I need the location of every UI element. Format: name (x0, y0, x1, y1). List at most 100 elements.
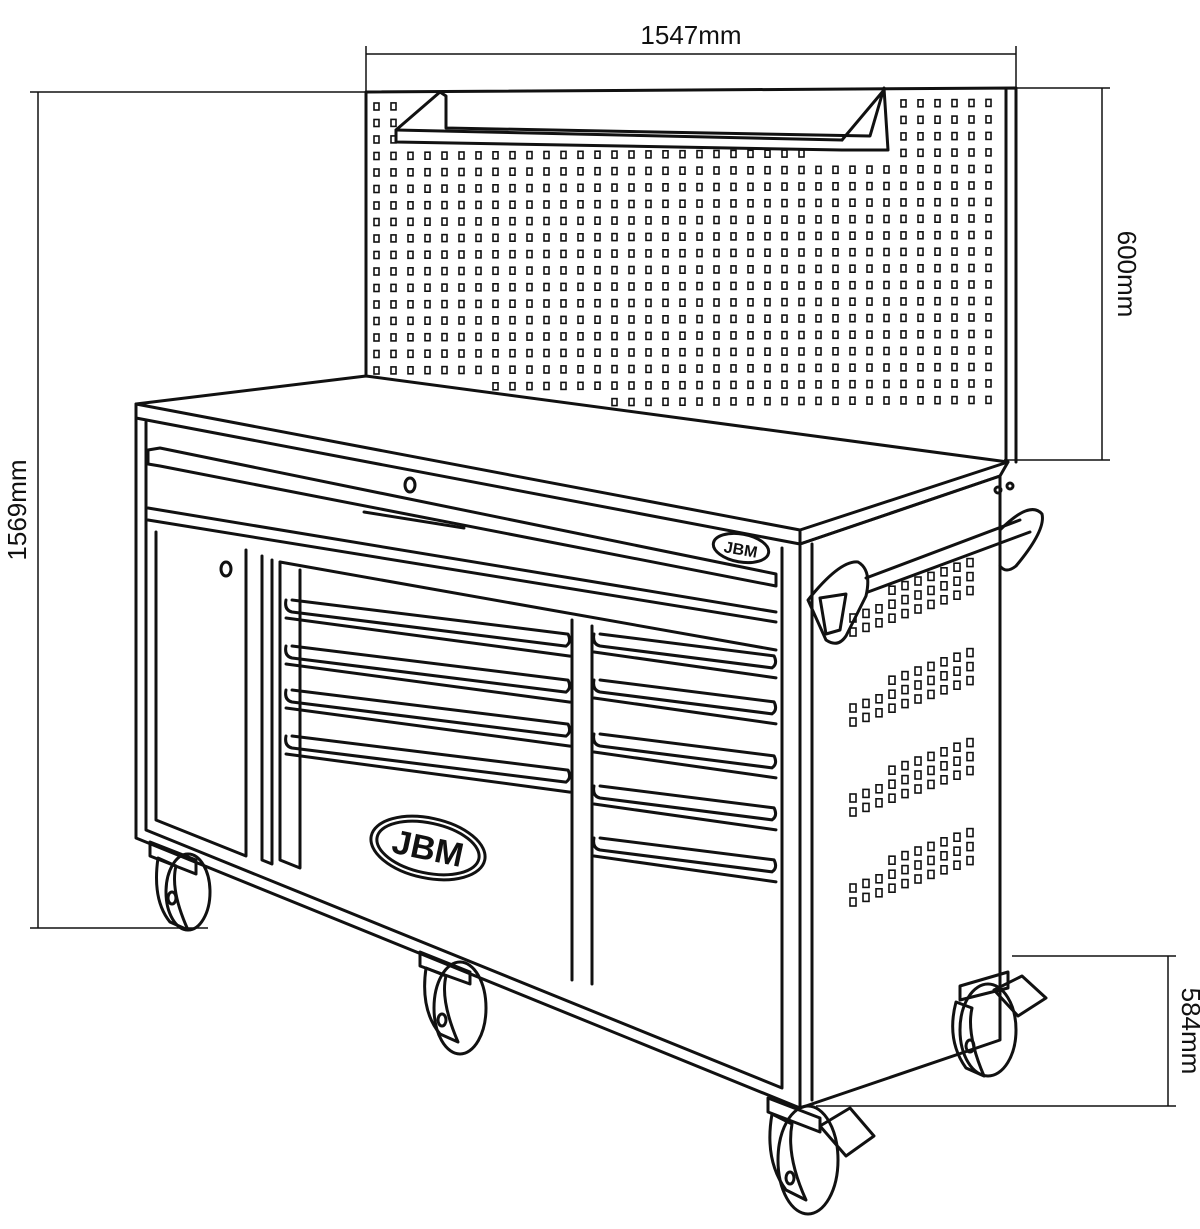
peg-hole (594, 216, 601, 225)
peg-hole (730, 265, 737, 274)
peg-hole (713, 380, 720, 390)
peg-hole (696, 182, 703, 192)
vent-hole (914, 770, 922, 780)
peg-hole (832, 264, 839, 274)
peg-hole (373, 366, 380, 375)
peg-hole (441, 184, 448, 193)
peg-hole (798, 182, 805, 191)
peg-hole (543, 381, 550, 391)
peg-hole (968, 263, 975, 273)
peg-hole (747, 380, 754, 390)
peg-hole (900, 264, 907, 273)
peg-hole (747, 149, 754, 159)
peg-hole (458, 233, 465, 243)
peg-hole (917, 313, 924, 323)
vent-hole (940, 594, 948, 605)
peg-hole (543, 183, 550, 193)
peg-hole (866, 198, 873, 207)
peg-hole (951, 164, 958, 174)
peg-hole (832, 330, 839, 340)
peg-hole (458, 250, 465, 259)
drawer-handle (592, 678, 778, 716)
side-handle (806, 508, 1044, 645)
peg-hole (390, 151, 397, 161)
peg-hole (951, 296, 958, 306)
peg-hole (696, 364, 703, 373)
peg-hole (866, 297, 873, 306)
vent-hole (901, 878, 909, 889)
vent-hole (940, 864, 948, 875)
peg-hole (628, 249, 635, 258)
peg-hole (475, 167, 482, 177)
peg-hole (696, 314, 703, 324)
peg-hole (526, 282, 533, 292)
peg-hole (900, 198, 907, 207)
peg-hole (543, 348, 550, 358)
peg-hole (611, 282, 618, 291)
peg-hole (849, 280, 856, 290)
peg-hole (730, 215, 737, 225)
peg-hole (866, 165, 873, 174)
peg-hole (815, 363, 822, 373)
peg-hole (934, 181, 941, 190)
vent-hole (888, 869, 896, 880)
peg-hole (543, 233, 550, 242)
peg-hole (951, 131, 958, 141)
peg-hole (968, 329, 975, 339)
peg-hole (951, 181, 958, 190)
peg-hole (985, 263, 992, 273)
peg-hole (628, 166, 635, 176)
peg-hole (747, 215, 754, 225)
peg-hole (458, 151, 465, 160)
vent-hole (966, 585, 974, 596)
vent-hole (953, 562, 961, 573)
peg-hole (900, 346, 907, 356)
peg-hole (560, 266, 567, 275)
drawer-divider (284, 752, 572, 794)
peg-hole (968, 197, 975, 207)
peg-hole (713, 347, 720, 357)
depth-dimension: 584mm (816, 955, 1200, 1107)
peg-hole (543, 150, 550, 160)
peg-hole (713, 166, 720, 175)
peg-hole (492, 151, 499, 160)
peg-hole (509, 183, 516, 193)
vent-hole (862, 608, 870, 619)
peg-hole (679, 232, 686, 241)
peg-hole (509, 200, 516, 209)
vent-hole (940, 850, 948, 861)
peg-hole (781, 363, 788, 373)
vent-hole (849, 807, 857, 817)
peg-hole (577, 167, 584, 176)
peg-hole (951, 247, 958, 256)
peg-hole (424, 283, 431, 293)
vent-hole (966, 647, 974, 658)
peg-hole (764, 248, 771, 257)
peg-hole (475, 349, 482, 358)
vent-hole (927, 661, 935, 672)
peg-hole (798, 264, 805, 274)
peg-hole (577, 282, 584, 292)
peg-hole (883, 231, 890, 240)
peg-hole (985, 329, 992, 339)
pegboard-holes (373, 98, 992, 407)
peg-hole (781, 264, 788, 274)
peg-hole (526, 348, 533, 358)
peg-hole (798, 248, 805, 257)
vent-hole (888, 675, 896, 686)
peg-hole (645, 150, 652, 159)
peg-hole (951, 346, 958, 355)
peg-hole (747, 363, 754, 373)
vent-hole (862, 802, 870, 813)
vent-hole (849, 883, 857, 893)
peg-hole (713, 397, 720, 406)
peg-hole (373, 333, 380, 342)
peg-hole (798, 363, 805, 373)
peg-hole (781, 182, 788, 191)
peg-hole (849, 181, 856, 191)
peg-hole (679, 281, 686, 291)
peg-hole (866, 379, 873, 389)
peg-hole (917, 148, 924, 158)
vent-hole (901, 608, 909, 619)
peg-hole (526, 365, 533, 374)
